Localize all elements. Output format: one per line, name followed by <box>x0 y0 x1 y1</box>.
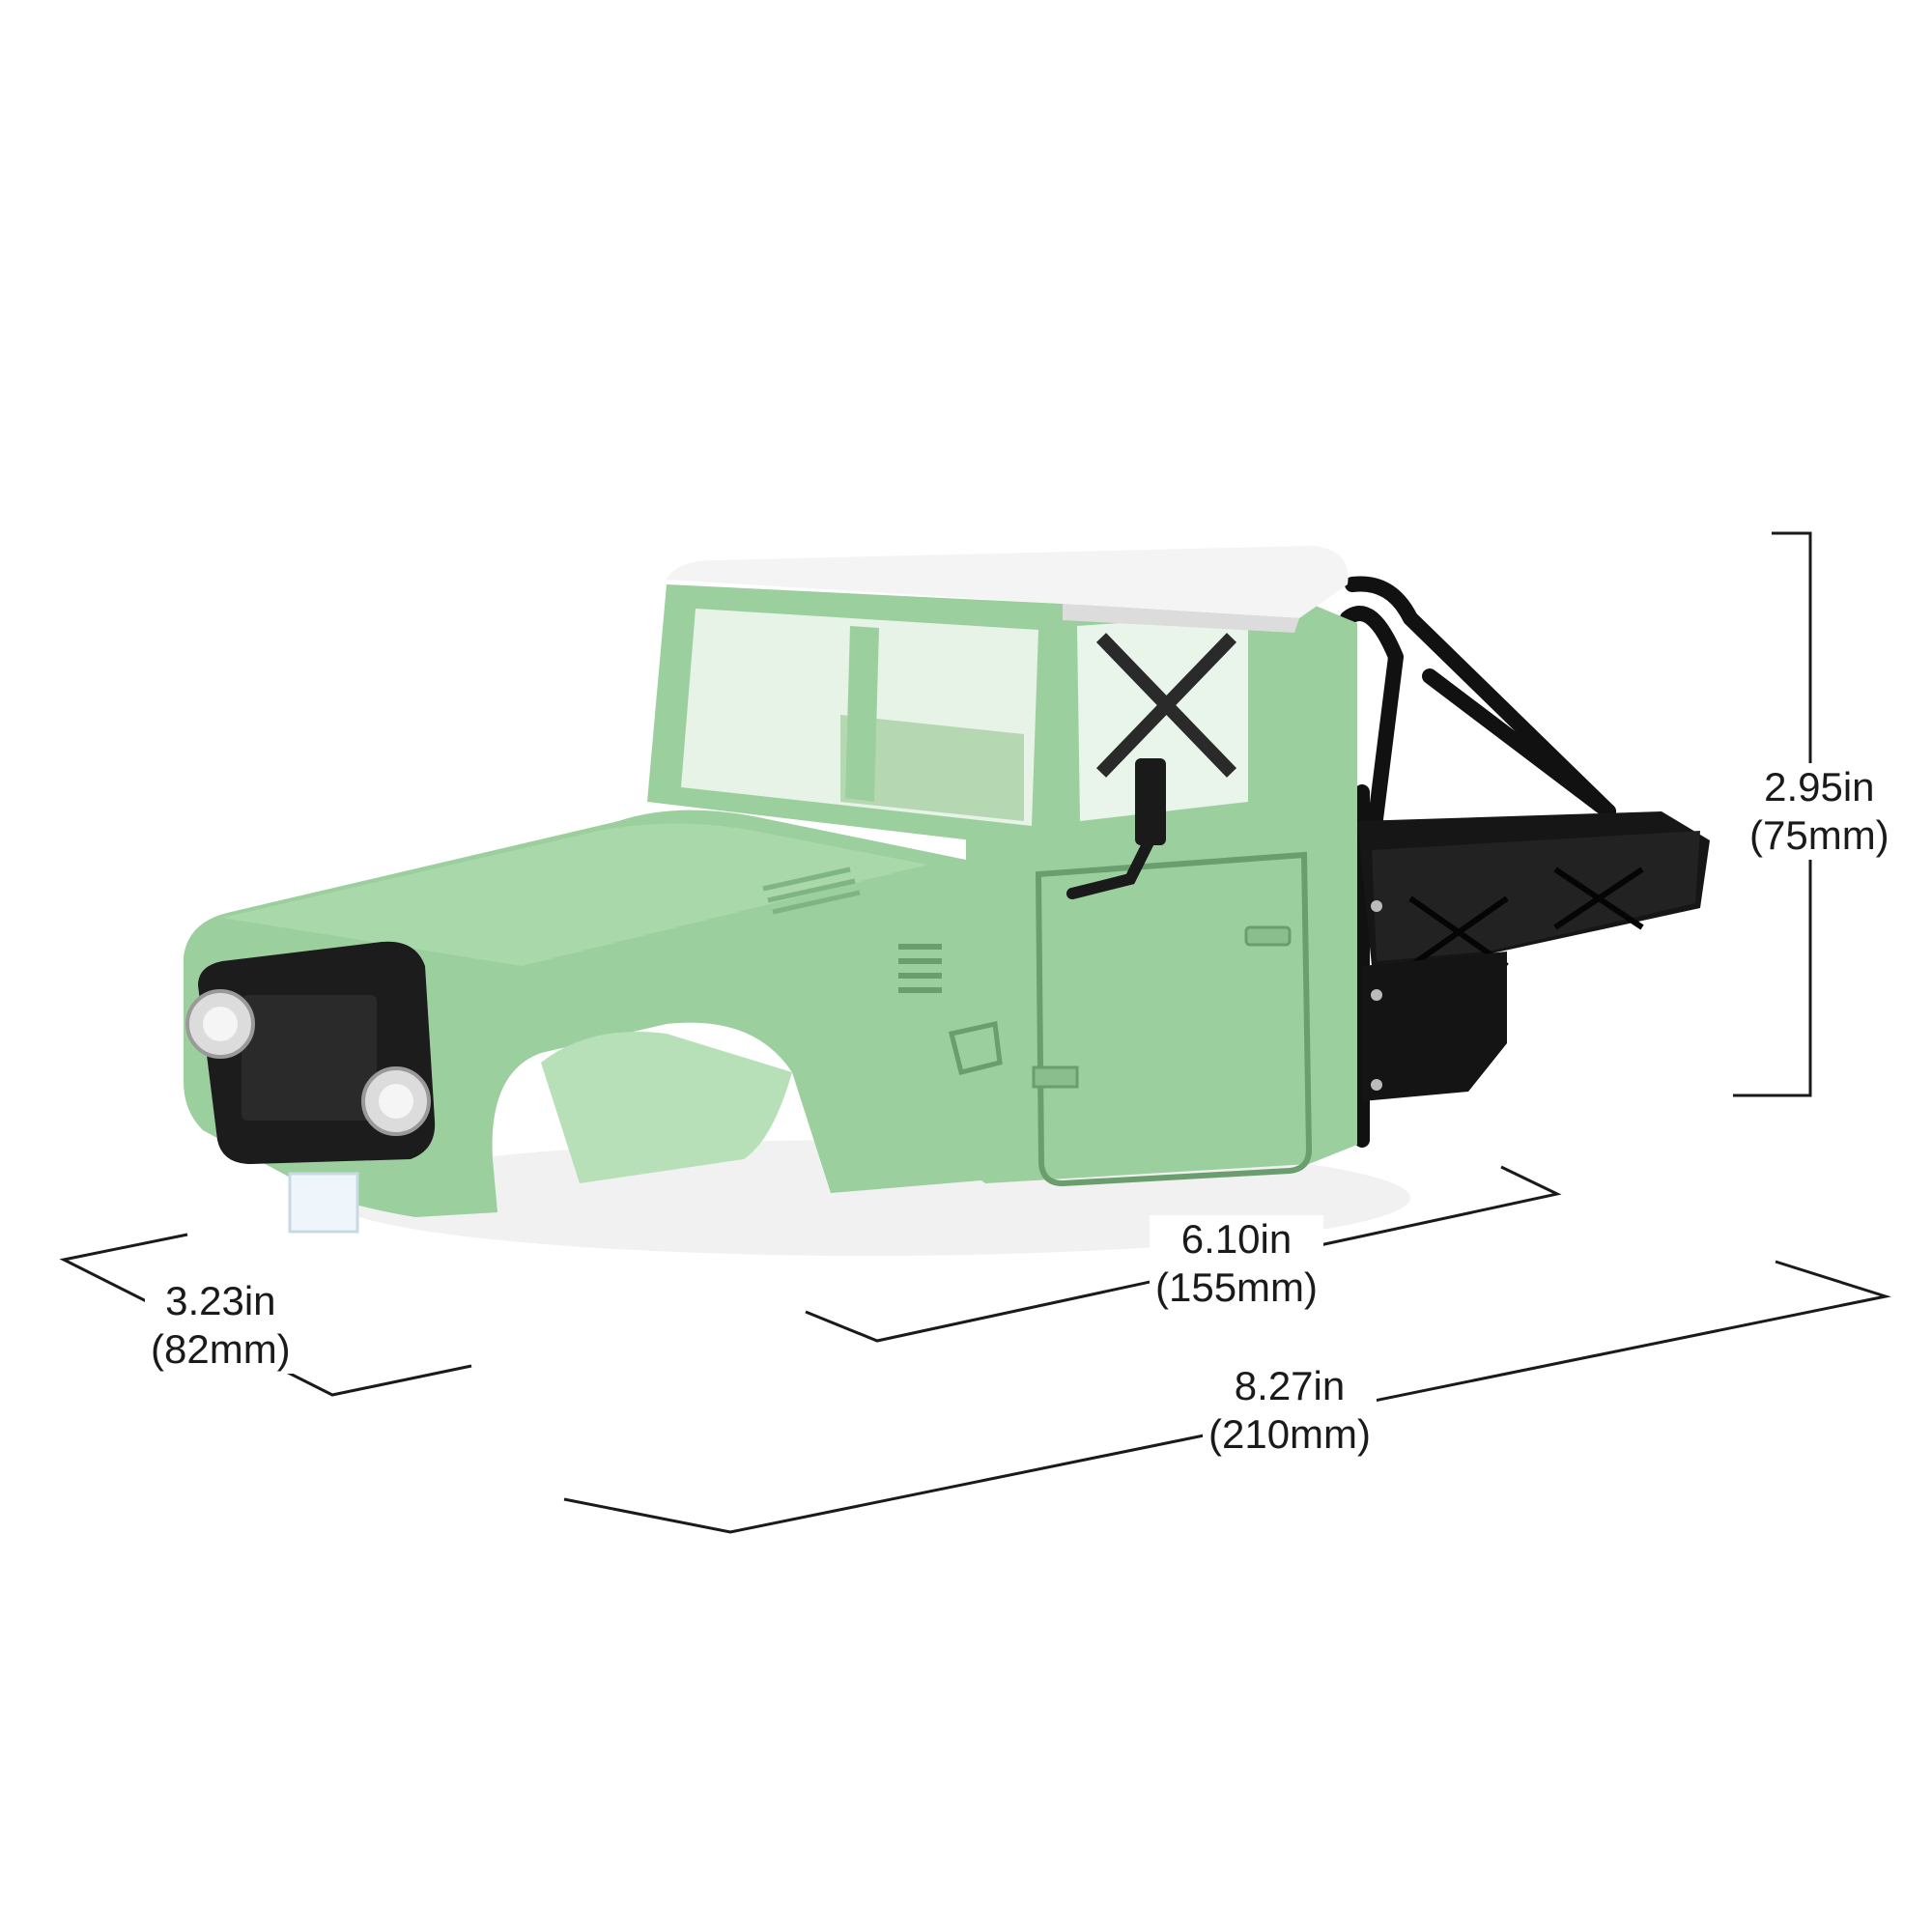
cab-length-label: 6.10in (155mm) <box>1150 1215 1324 1312</box>
cab-length-mm: (155mm) <box>1155 1264 1319 1310</box>
headlights <box>185 989 431 1136</box>
total-length-label: 8.27in (210mm) <box>1203 1362 1378 1459</box>
width-mm: (82mm) <box>151 1326 291 1372</box>
height-inch: 2.95in <box>1764 764 1875 810</box>
width-label: 3.23in (82mm) <box>145 1277 297 1374</box>
height-mm: (75mm) <box>1749 812 1889 858</box>
cab-length-inch: 6.10in <box>1180 1216 1293 1262</box>
width-inch: 3.23in <box>165 1278 276 1323</box>
total-length-inch: 8.27in <box>1234 1363 1346 1408</box>
total-length-mm: (210mm) <box>1208 1411 1372 1457</box>
height-label: 2.95in (75mm) <box>1744 763 1895 860</box>
truck-bed <box>1357 811 1710 1101</box>
side-mirror <box>1066 758 1166 899</box>
cab-body <box>184 546 1357 1234</box>
